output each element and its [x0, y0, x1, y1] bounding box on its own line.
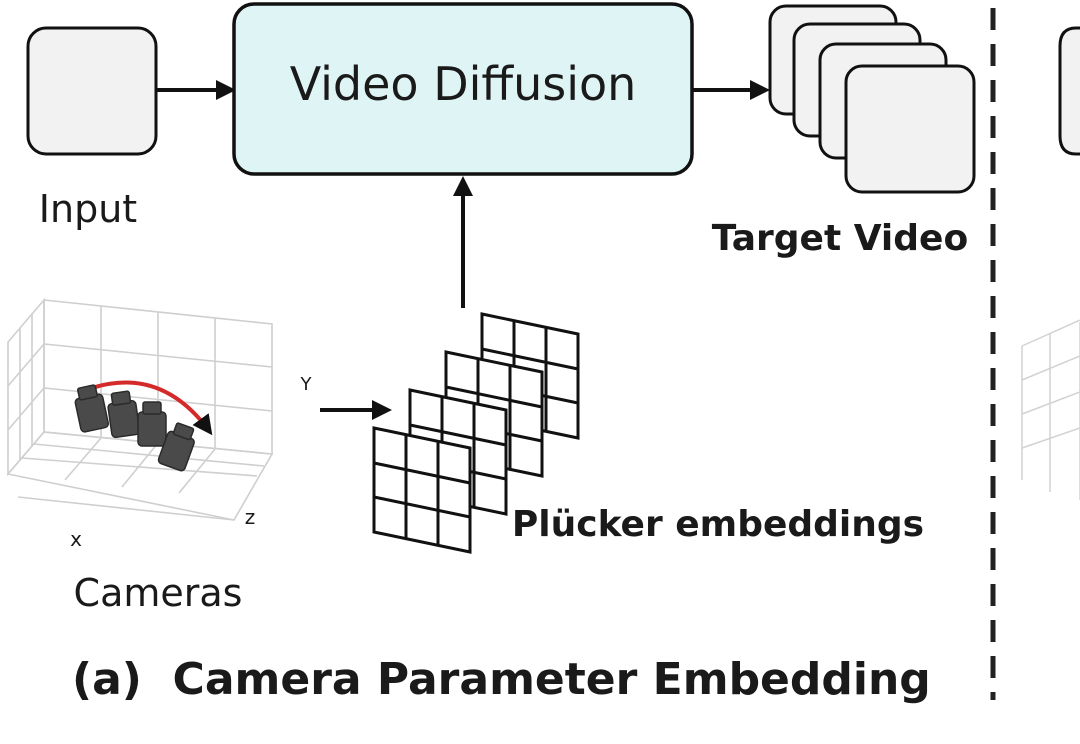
input-label: Input [39, 187, 137, 231]
next-panel-grid-partial [1021, 319, 1080, 500]
camera-icons [74, 384, 195, 472]
plucker-label: Plücker embeddings [512, 504, 924, 545]
target-video-label: Target Video [712, 218, 968, 259]
figure-caption: (a) Camera Parameter Embedding [72, 654, 931, 705]
video-diffusion-label: Video Diffusion [290, 57, 637, 111]
plucker-grids [372, 312, 580, 554]
camera-icon [107, 390, 141, 439]
input-node [26, 26, 158, 156]
camera-icon [137, 401, 167, 447]
camera-grid-plot [6, 297, 274, 521]
plucker-grid-4 [372, 426, 472, 554]
camera-trajectory [91, 380, 213, 436]
axis-y-label: Y [300, 374, 313, 395]
target-video-node [768, 4, 976, 194]
target-frame-4 [844, 64, 976, 194]
cameras-label: Cameras [74, 571, 243, 615]
camera-icon [157, 422, 195, 472]
axis-x-label: x [70, 527, 82, 551]
camera-icon [74, 384, 110, 433]
axis-z-label: z [245, 505, 256, 529]
next-panel-box-partial [1058, 26, 1080, 156]
